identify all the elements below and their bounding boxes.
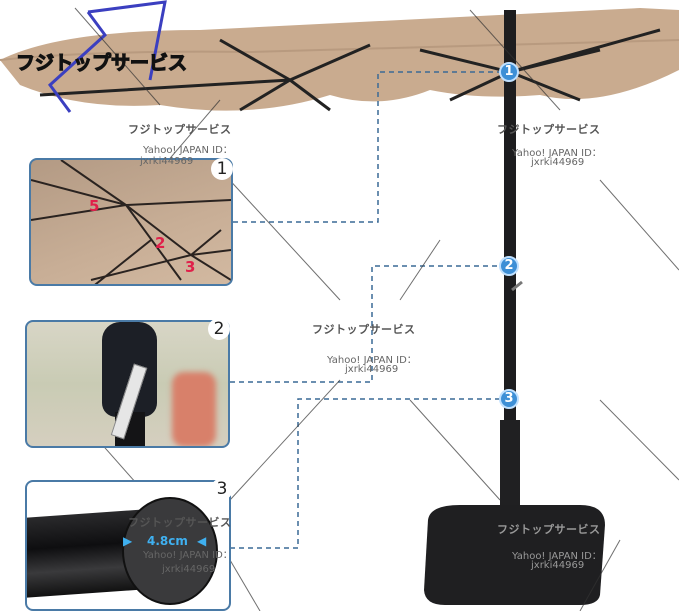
watermark-brand-large: フジトップサービス — [15, 51, 188, 74]
inset-crank-handle — [25, 320, 230, 448]
watermark-id-label: Yahoo! JAPAN ID： — [512, 148, 602, 159]
inset-number-2: 2 — [208, 318, 230, 340]
watermark-brand: フジトップサービス — [128, 516, 232, 529]
watermark-brand: フジトップサービス — [497, 123, 601, 136]
diameter-measurement: 4.8cm — [147, 534, 188, 548]
part-label-3: 3 — [185, 258, 196, 276]
marker-3: 3 — [499, 389, 519, 409]
part-label-5: 5 — [89, 197, 100, 215]
watermark-id-label: Yahoo! JAPAN ID： — [143, 145, 233, 156]
watermark-id-value: jxrki44969 — [345, 364, 399, 375]
inset-pole-diameter: 4.8cm ▶ ◀ — [25, 480, 231, 611]
marker-2: 2 — [499, 256, 519, 276]
inset-canopy-hub: 5 2 3 — [29, 158, 233, 286]
watermark-brand: フジトップサービス — [497, 523, 601, 536]
arrow-left-icon: ▶ — [123, 534, 133, 548]
watermark-id-value: jxrki44969 — [531, 157, 585, 168]
canopy-ribs-photo — [31, 160, 231, 284]
watermark-id-label: Yahoo! JAPAN ID： — [143, 550, 233, 561]
watermark-brand: フジトップサービス — [128, 123, 232, 136]
watermark-brand: フジトップサービス — [312, 323, 416, 336]
watermark-id-label: Yahoo! JAPAN ID： — [327, 355, 417, 366]
inset-number-3: 3 — [211, 478, 233, 500]
pole-end-cap — [122, 497, 218, 605]
background-object — [172, 372, 216, 446]
inset-number-1: 1 — [211, 158, 233, 180]
watermark-id-label: Yahoo! JAPAN ID： — [512, 551, 602, 562]
arrow-right-icon: ◀ — [197, 534, 207, 548]
watermark-id-value: jxrki44969 — [162, 564, 216, 575]
part-label-2: 2 — [155, 234, 166, 252]
watermark-id-value: jxrki44969 — [140, 156, 194, 167]
watermark-id-value: jxrki44969 — [531, 560, 585, 571]
marker-1: 1 — [499, 62, 519, 82]
